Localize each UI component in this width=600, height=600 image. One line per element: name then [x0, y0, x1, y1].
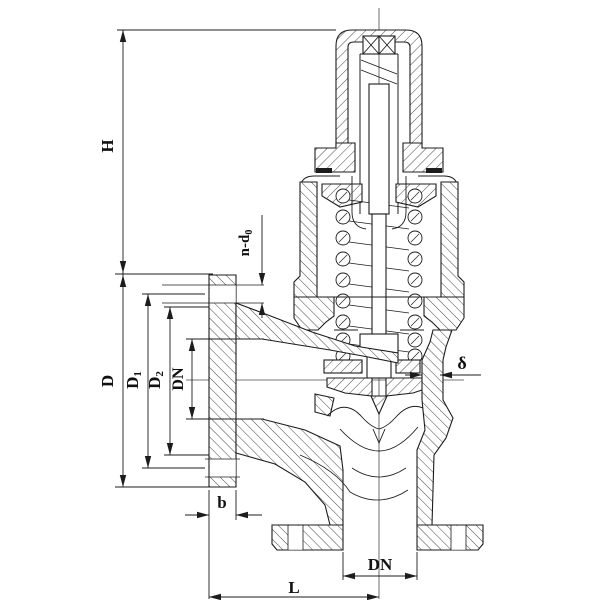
dim-ext-DN-bottom [342, 552, 418, 580]
cap-lock-ring-left [314, 142, 356, 173]
dimension-arrows [119, 30, 452, 600]
gasket-left [316, 168, 332, 173]
dim-label-inlet-bore: DN [368, 555, 393, 574]
dim-label-bolt-circle: D1 [123, 371, 144, 389]
inlet-bolt-hole-right [451, 525, 466, 550]
valve-geometry [162, 29, 484, 551]
valve-cap [314, 29, 444, 214]
lower-spring-seat-right [395, 359, 421, 374]
cap-lock-ring-right [402, 142, 444, 173]
dimension-labels: H n-d0 D D1 D2 DN δ b DN L [98, 139, 467, 597]
inlet-flange [271, 524, 484, 551]
body-right-wall [416, 329, 454, 526]
seat-ring-left [314, 393, 335, 417]
dim-label-flange-thickness: b [217, 493, 226, 512]
dim-label-wall-thickness: δ [457, 353, 466, 373]
bolt-hole-bottom [209, 459, 236, 477]
valve-stem [368, 83, 390, 337]
dim-label-height: H [98, 139, 117, 152]
dim-ext-D2 [164, 306, 209, 456]
bolt-hole-top [209, 285, 236, 303]
spring-housing [293, 175, 465, 298]
dim-label-length: L [288, 578, 299, 597]
disc-tip [370, 395, 388, 416]
gasket-right [426, 168, 442, 173]
inlet-bolt-hole-left [288, 525, 303, 550]
dim-ext-D1 [142, 293, 205, 469]
dim-label-flange-od: D [98, 375, 117, 387]
dim-label-raised-face: D2 [145, 371, 166, 389]
outlet-flange [162, 274, 409, 526]
lower-spring-seat-left [323, 359, 363, 374]
dim-label-outlet-bore: DN [170, 367, 187, 391]
dimension-lines [115, 29, 481, 599]
dim-label-bolt-holes: n-d0 [237, 230, 255, 257]
